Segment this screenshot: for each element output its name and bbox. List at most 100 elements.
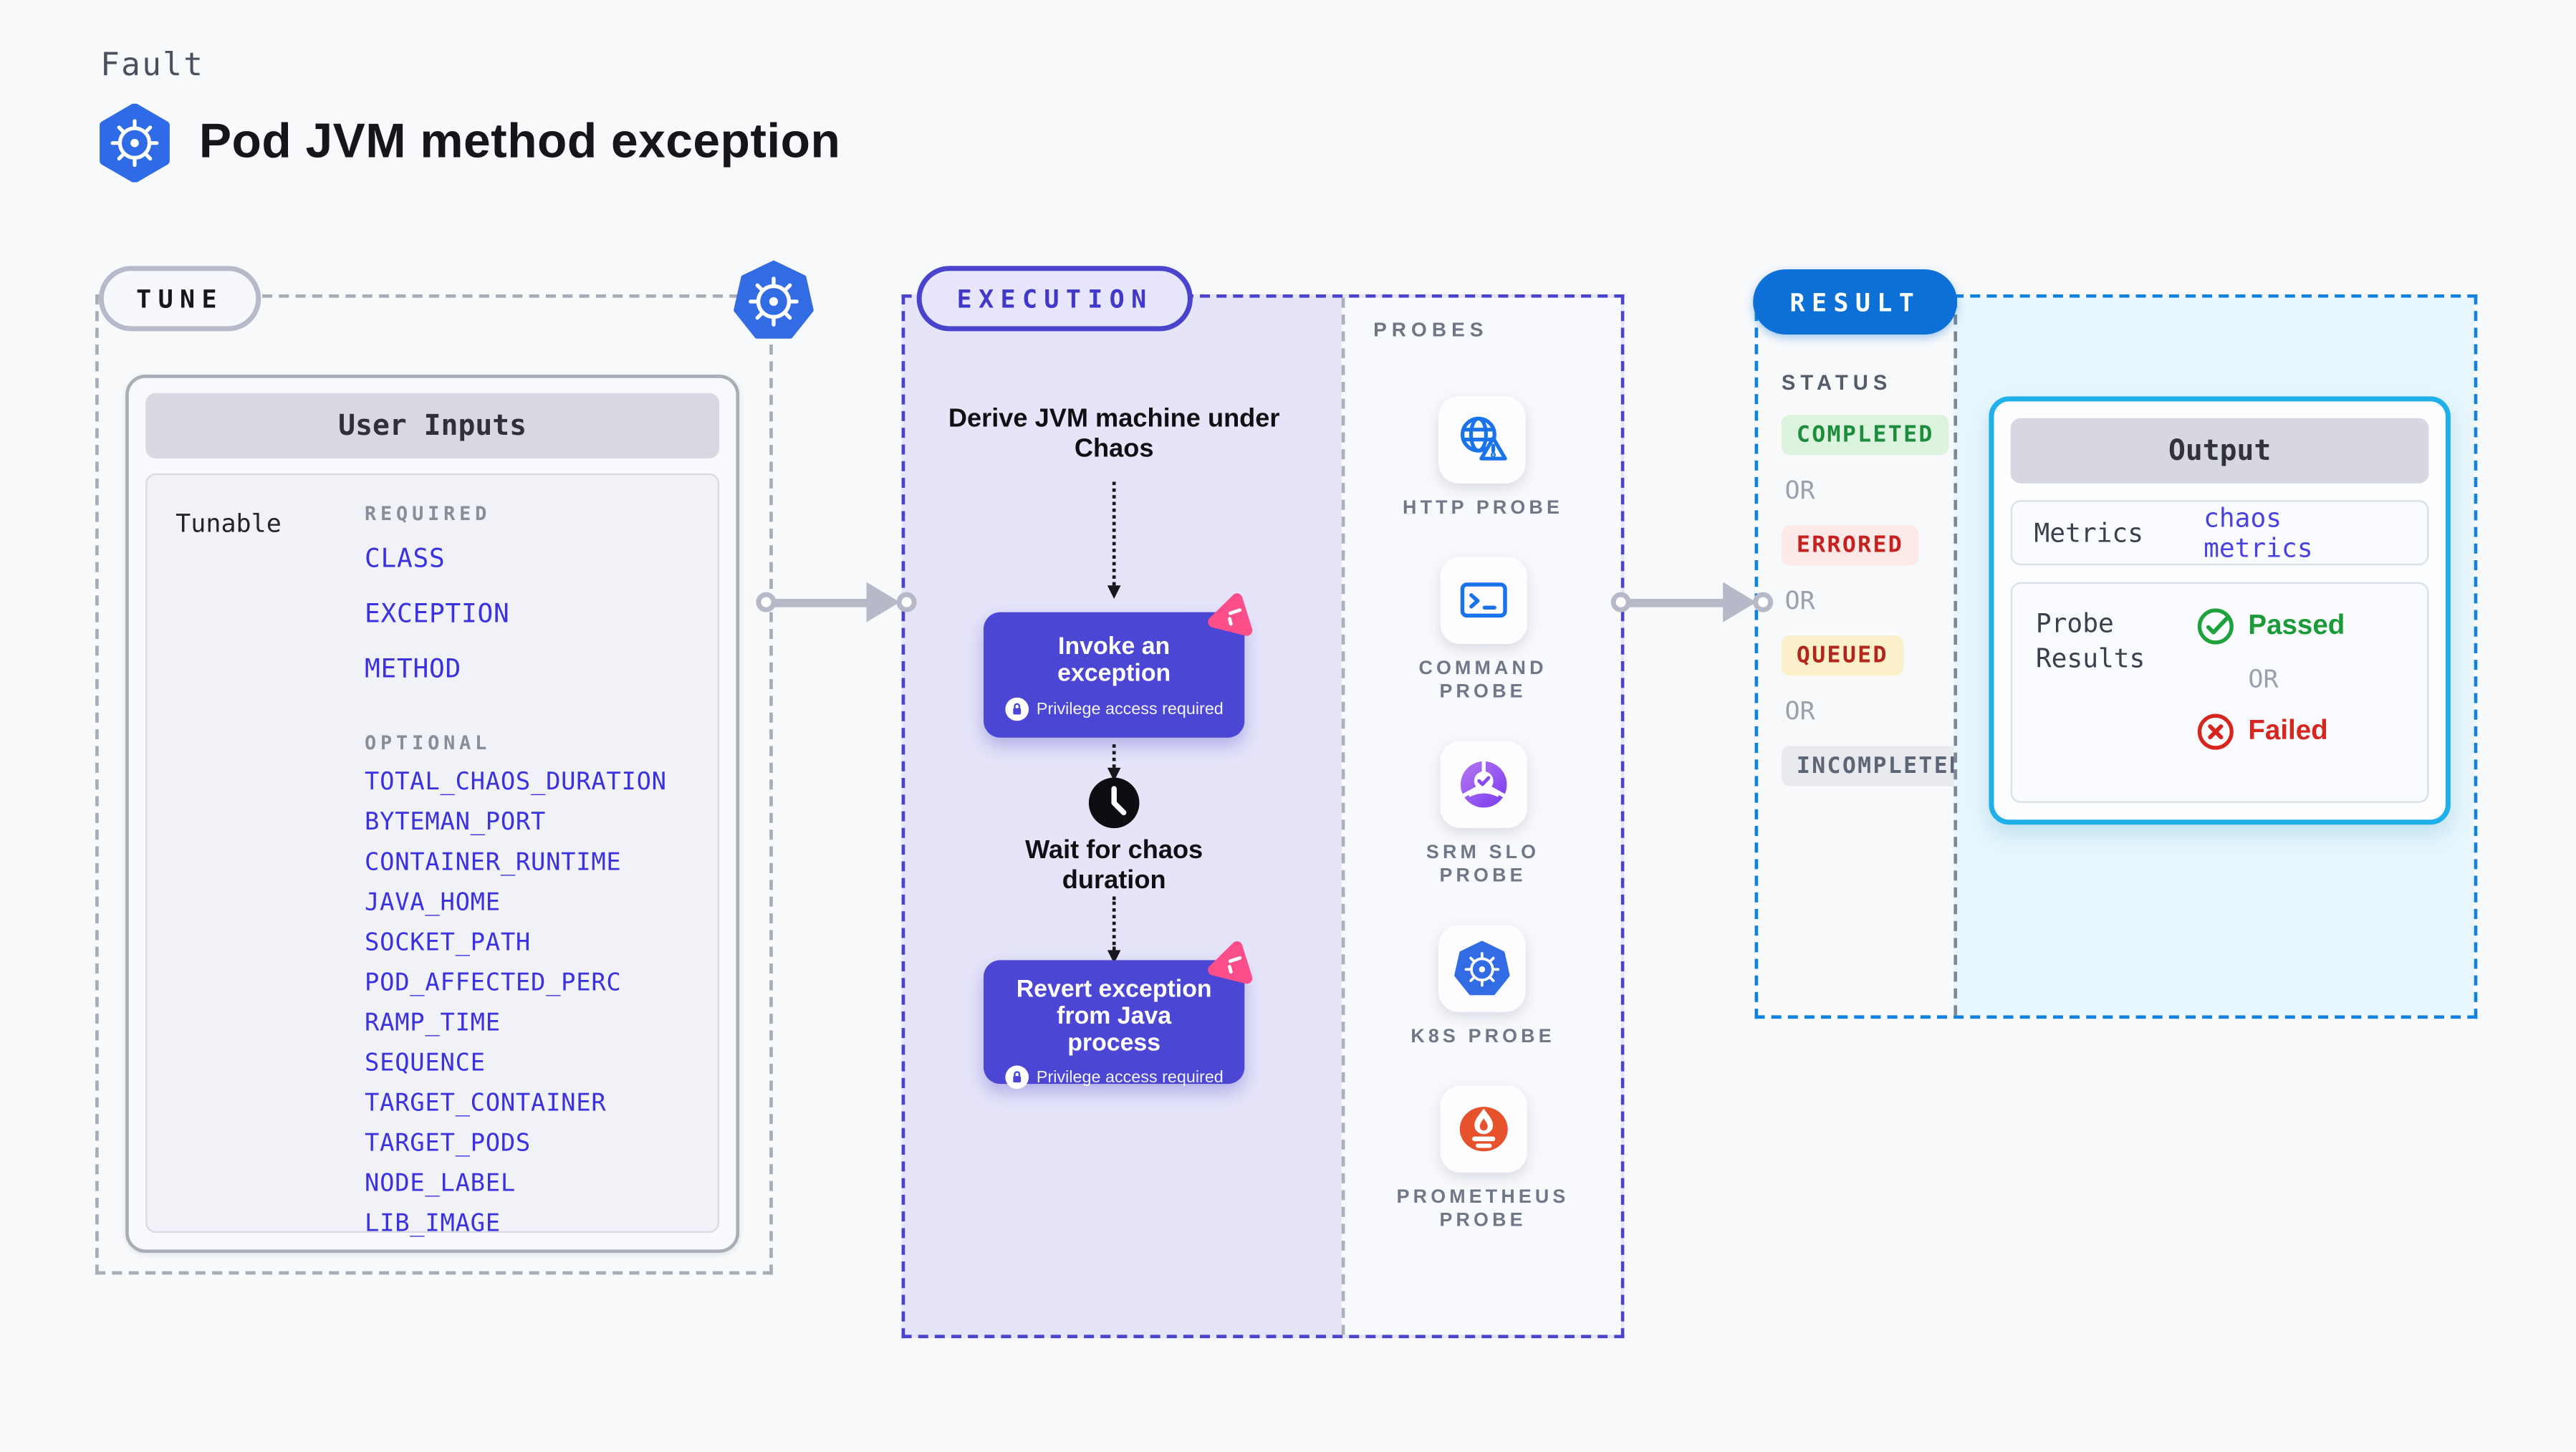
command-probe-icon xyxy=(1459,582,1506,618)
http-probe-icon xyxy=(1461,416,1508,461)
probe-label: PROMETHEUS PROBE xyxy=(1396,1187,1570,1231)
status-badge-errored: ERRORED xyxy=(1781,525,1919,566)
arrow-start-dot xyxy=(1610,592,1631,612)
execution-badge: EXECUTION xyxy=(916,266,1193,332)
arrow-end-dot xyxy=(1753,592,1774,612)
status-title: STATUS xyxy=(1781,371,1893,395)
arrow-start-dot xyxy=(756,592,777,612)
probe-item-http: HTTP PROBE xyxy=(1403,396,1563,520)
user-inputs-title: User Inputs xyxy=(145,393,720,458)
invoke-exception-step: Invoke an exception Privilege access req… xyxy=(984,593,1253,738)
arrow-end-dot xyxy=(896,592,917,612)
lock-icon xyxy=(1004,1065,1029,1090)
execution-section-box: Derive JVM machine under Chaos Invoke an… xyxy=(901,294,1625,1339)
privilege-note: Privilege access required xyxy=(984,697,1244,721)
revert-exception-step: Revert exception from Java process Privi… xyxy=(984,941,1253,1090)
tune-section-box xyxy=(95,294,773,1275)
wait-step-text: Wait for chaos duration xyxy=(1025,836,1203,895)
probe-results-label: Probe Results xyxy=(2035,608,2145,675)
status-badge-completed: COMPLETED xyxy=(1781,415,1949,456)
clock-icon xyxy=(1088,777,1140,829)
privilege-note: Privilege access required xyxy=(984,1065,1244,1090)
output-card: Output Metrics chaos metrics Probe Resul… xyxy=(1989,396,2451,825)
srm-slo-probe-icon xyxy=(1459,760,1506,808)
flow-arrow-down xyxy=(1107,481,1121,599)
probe-label: HTTP PROBE xyxy=(1403,498,1564,519)
output-title: Output xyxy=(2010,418,2429,484)
x-circle-icon xyxy=(2197,713,2234,750)
failed-line: Failed xyxy=(2196,713,2328,751)
tunable-item: CLASS xyxy=(365,543,446,574)
execution-to-result-arrow xyxy=(1610,579,1774,625)
probes-title: PROBES xyxy=(1373,317,1489,342)
tunable-item: TARGET_CONTAINER xyxy=(365,1090,607,1117)
arrow-head xyxy=(1723,582,1756,622)
arrow-head xyxy=(866,582,900,622)
probe-card xyxy=(1439,1085,1527,1173)
chaos-pink-icon xyxy=(1208,941,1253,984)
revert-step-title: Revert exception from Java process xyxy=(1016,976,1212,1057)
optional-label: OPTIONAL xyxy=(365,731,491,755)
or-label: OR xyxy=(1784,696,1815,726)
kubernetes-icon xyxy=(734,260,814,339)
or-label: OR xyxy=(1784,475,1815,506)
tunables-column: REQUIRED CLASS EXCEPTION METHOD OPTIONAL… xyxy=(365,502,708,1253)
required-label: REQUIRED xyxy=(365,501,491,526)
privilege-note-text: Privilege access required xyxy=(1036,700,1224,718)
tunable-item: POD_AFFECTED_PERC xyxy=(365,970,622,997)
tune-badge: TUNE xyxy=(98,266,261,332)
probe-results-row: Probe Results Passed OR xyxy=(2010,582,2429,803)
chaos-pink-icon xyxy=(1208,593,1253,636)
tunable-item: TOTAL_CHAOS_DURATION xyxy=(365,769,667,797)
page-title: Pod JVM method exception xyxy=(198,115,841,169)
probe-label: COMMAND PROBE xyxy=(1418,659,1547,703)
flow-arrow-down xyxy=(1107,896,1121,964)
privilege-note-text: Privilege access required xyxy=(1036,1067,1224,1087)
lock-icon xyxy=(1004,697,1029,721)
page-title-row: Pod JVM method exception xyxy=(95,103,841,183)
metrics-row: Metrics chaos metrics xyxy=(2010,500,2429,566)
probe-card xyxy=(1439,557,1527,645)
tunable-item: JAVA_HOME xyxy=(365,890,501,917)
probe-card xyxy=(1439,396,1527,484)
tunable-item: SOCKET_PATH xyxy=(365,930,531,957)
result-section-box: RESULT STATUS COMPLETED OR ERRORED OR QU… xyxy=(1753,269,2478,1019)
user-inputs-card: User Inputs Tunable REQUIRED CLASS EXCEP… xyxy=(125,375,740,1253)
derive-step-text: Derive JVM machine under Chaos xyxy=(948,405,1280,463)
tunable-item: RAMP_TIME xyxy=(365,1010,501,1037)
k8s-probe-icon xyxy=(1455,941,1511,996)
probe-item-prometheus: PROMETHEUS PROBE xyxy=(1384,1085,1582,1232)
arrow-shaft xyxy=(1629,597,1725,607)
invoke-step-title: Invoke an exception xyxy=(1057,634,1171,688)
arrow-shaft xyxy=(774,597,868,607)
or-label: OR xyxy=(2248,664,2279,695)
metrics-value: chaos metrics xyxy=(2203,502,2313,563)
tunable-item: NODE_LABEL xyxy=(365,1170,516,1198)
probe-results-values: Passed OR Failed xyxy=(2196,607,2345,778)
tunable-item: SEQUENCE xyxy=(365,1050,486,1077)
check-circle-icon xyxy=(2197,608,2234,645)
tunable-item: METHOD xyxy=(365,654,462,685)
flow-arrow-down xyxy=(1107,744,1121,782)
probes-panel: PROBES HTTP PROBE xyxy=(1341,297,1621,1335)
probe-label: SRM SLO PROBE xyxy=(1426,842,1540,887)
tunable-item: CONTAINER_RUNTIME xyxy=(365,850,622,877)
status-badge-queued: QUEUED xyxy=(1781,635,1903,676)
probes-list: HTTP PROBE COMMAND PROBE xyxy=(1345,396,1620,1233)
probe-card xyxy=(1439,925,1527,1012)
prometheus-probe-icon xyxy=(1458,1107,1507,1152)
tunable-item: BYTEMAN_PORT xyxy=(365,809,547,837)
tunable-item: EXCEPTION xyxy=(365,598,510,629)
probe-item-srm-slo: SRM SLO PROBE xyxy=(1384,741,1582,888)
metrics-label: Metrics xyxy=(2034,517,2144,548)
tunable-item: TARGET_PODS xyxy=(365,1130,531,1158)
passed-label: Passed xyxy=(2248,610,2345,641)
tune-to-execution-arrow xyxy=(756,579,917,625)
probe-label: K8S PROBE xyxy=(1410,1027,1555,1047)
probe-card xyxy=(1439,741,1527,828)
failed-label: Failed xyxy=(2248,716,2328,746)
result-badge: RESULT xyxy=(1753,269,1958,335)
user-inputs-table: Tunable REQUIRED CLASS EXCEPTION METHOD … xyxy=(145,473,720,1237)
fault-eyebrow: Fault xyxy=(100,47,205,84)
